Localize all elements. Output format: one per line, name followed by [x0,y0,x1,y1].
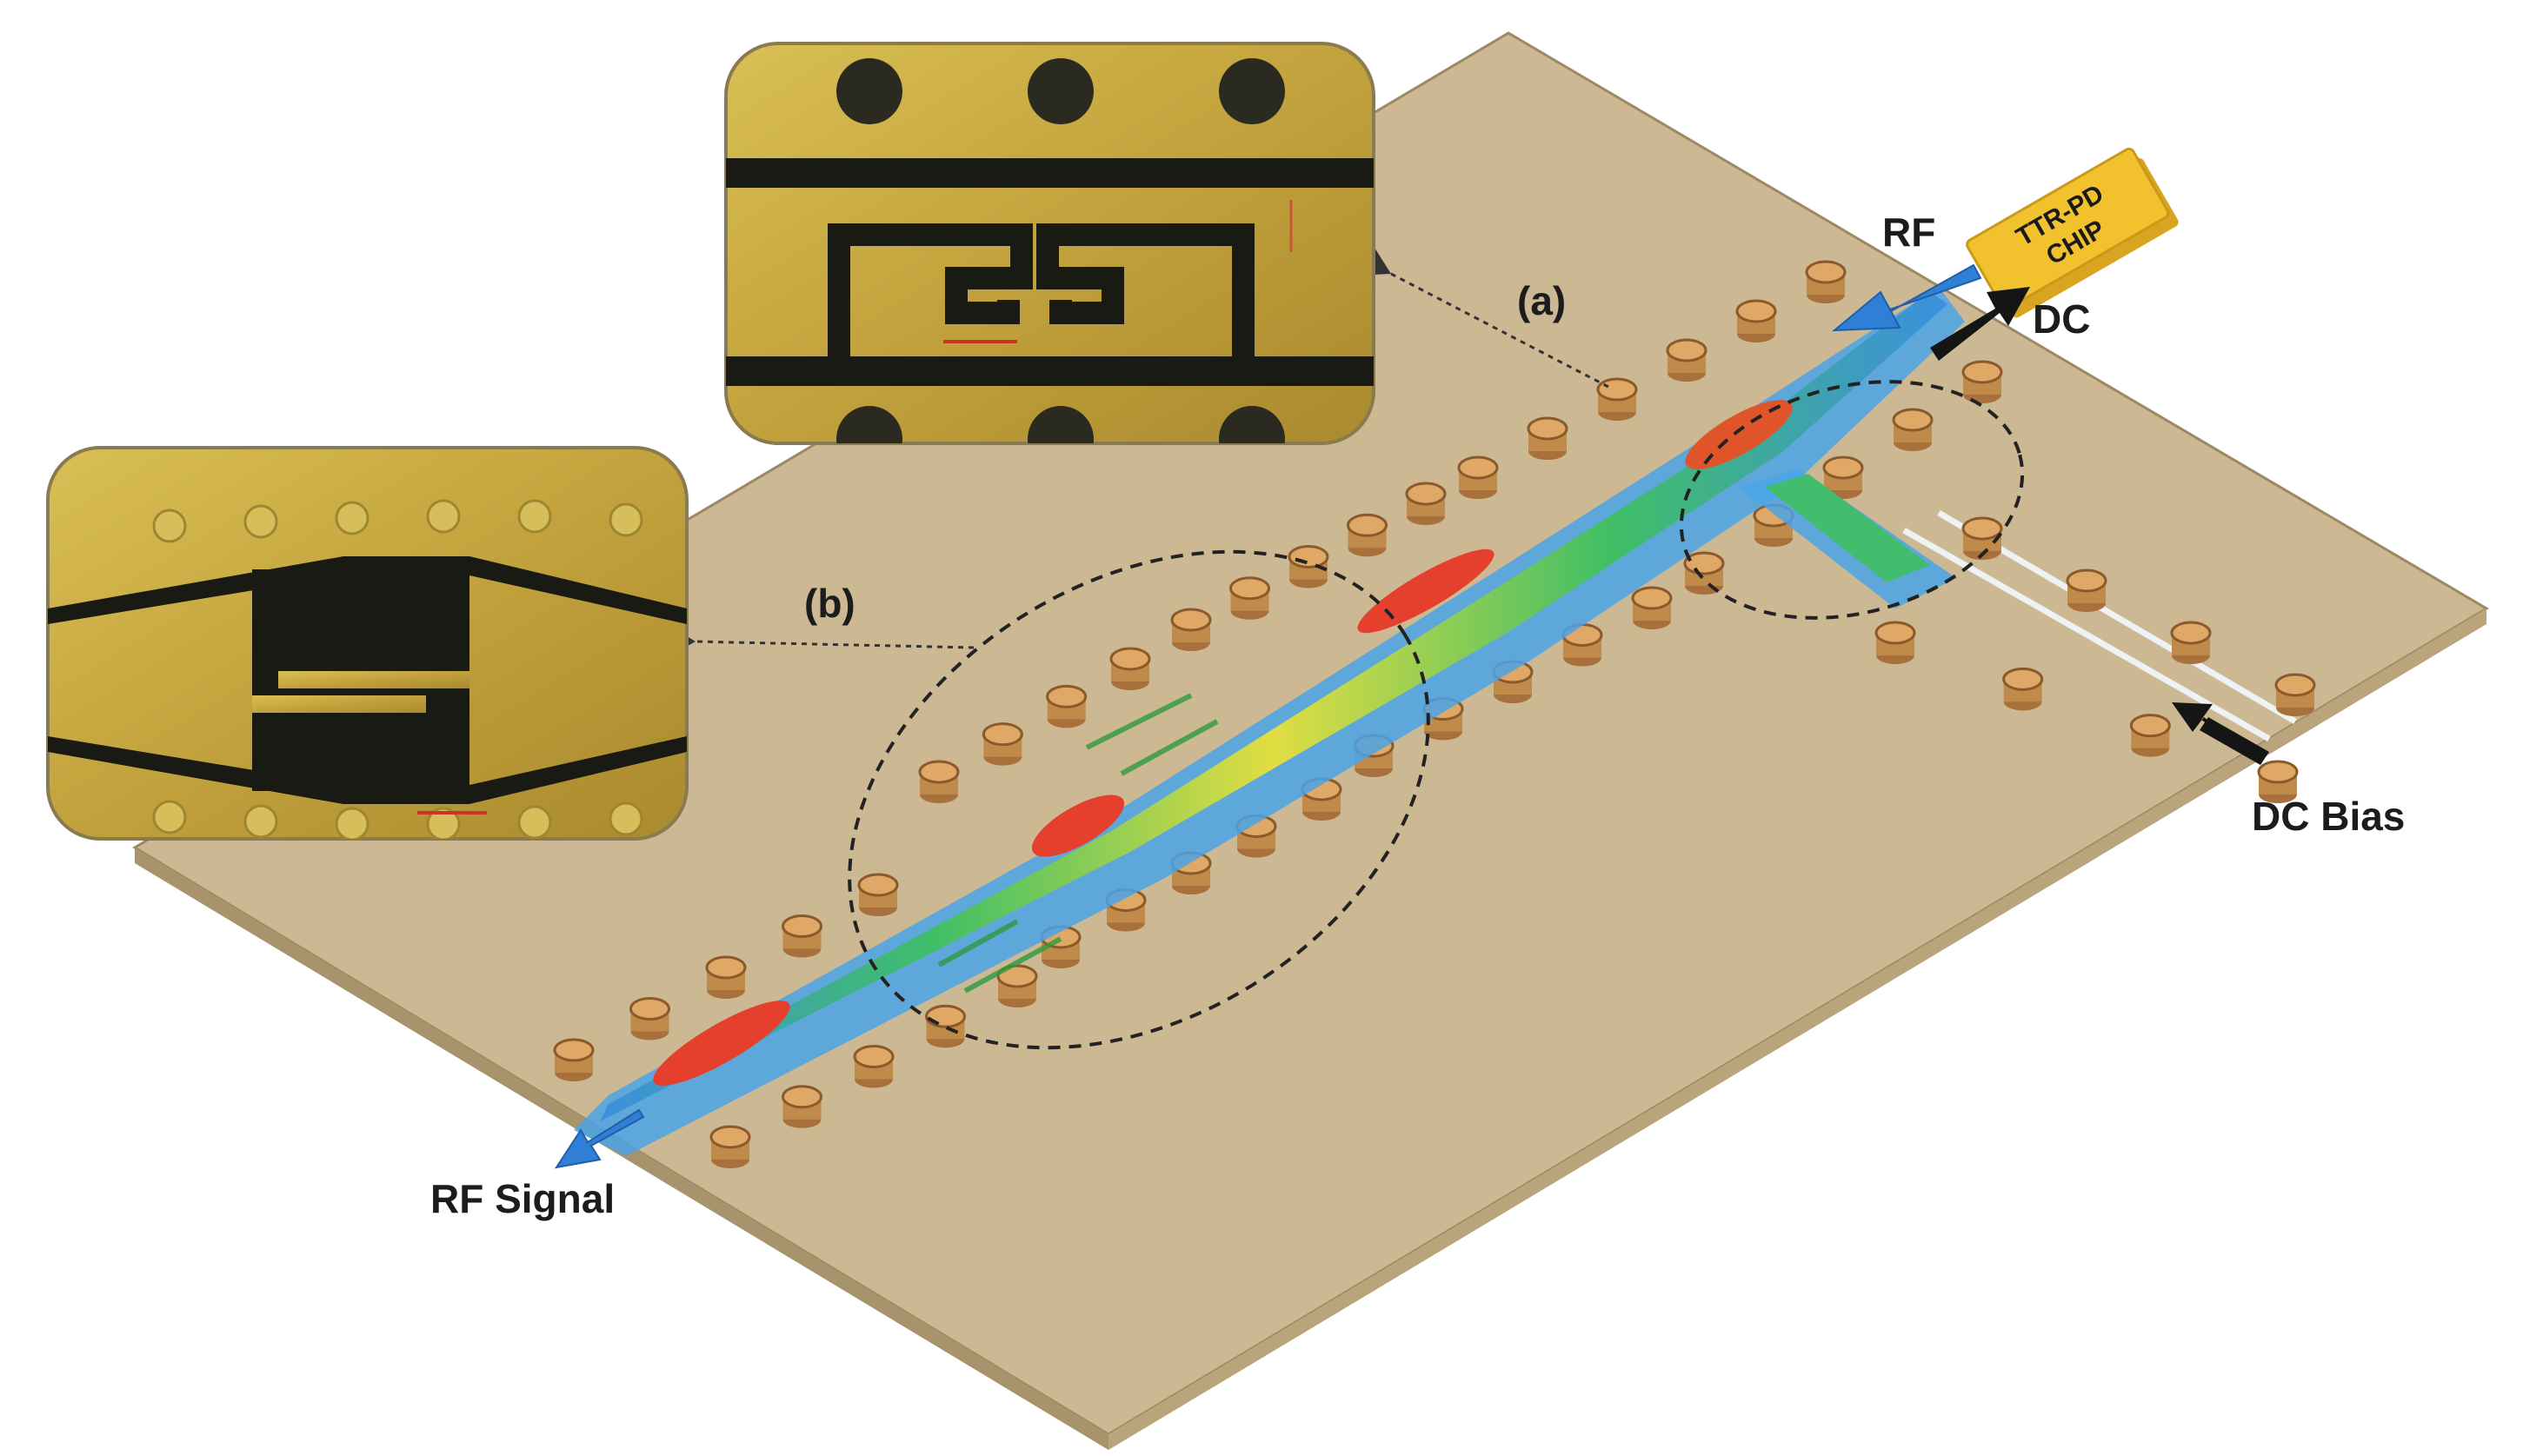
label-rf-signal: RF Signal [430,1176,615,1221]
via-post [1596,377,1638,421]
via-post [2066,568,2107,612]
dc-bias-arrow [2172,702,2269,765]
via-post [1046,684,1088,728]
ttr-pd-chip: TTR-PD CHIP [1966,147,2179,318]
via-post [1561,623,1603,667]
via-post [1961,516,2003,560]
via-post [1405,482,1447,525]
via-post [709,1125,751,1168]
via-post [857,873,899,916]
inset-photo-a [724,42,1375,445]
via-post [2274,673,2316,716]
dc-input-arrow-top [1930,287,2030,361]
via-post [705,955,747,999]
via-post [1735,299,1777,342]
inset-photo-b [46,446,689,841]
via-post [1527,416,1568,460]
via-post [1109,647,1151,690]
via-post [2170,621,2212,664]
via-post [1805,260,1847,303]
via-post [1422,697,1464,741]
via-post [925,1004,966,1048]
via-post [629,997,670,1040]
via-post [1105,888,1147,932]
via-post [1666,338,1708,382]
via-post [782,914,822,958]
via-post [1229,576,1270,620]
via-post [853,1045,895,1088]
label-dc-bias: DC Bias [2252,794,2405,839]
via-post [1457,455,1499,499]
via-post [982,722,1023,766]
highlight-circle-b [848,549,1430,1050]
leader-arrow-b [663,622,975,660]
label-dc-top: DC [2033,296,2090,342]
rf-signal-arrow [554,1108,645,1169]
via-post [2129,714,2171,757]
via-post [2257,760,2299,803]
label-rf-top: RF [1882,209,1935,255]
via-post [2002,667,2044,711]
field-distribution [574,287,1965,1156]
via-post [553,1038,595,1081]
via-post [1874,621,1916,664]
label-a: (a) [1517,278,1566,323]
via-post [1301,777,1342,821]
via-post [1170,608,1212,651]
via-post [1347,513,1388,557]
via-post [1892,408,1934,451]
via-post [782,1085,822,1128]
via-post [918,760,960,803]
via-post [1631,586,1673,629]
highlight-circle-a [1679,380,2025,620]
label-b: (b) [804,581,855,626]
via-post [1961,360,2003,403]
via-post [996,964,1038,1007]
rf-output-arrow-top [1832,263,1982,332]
